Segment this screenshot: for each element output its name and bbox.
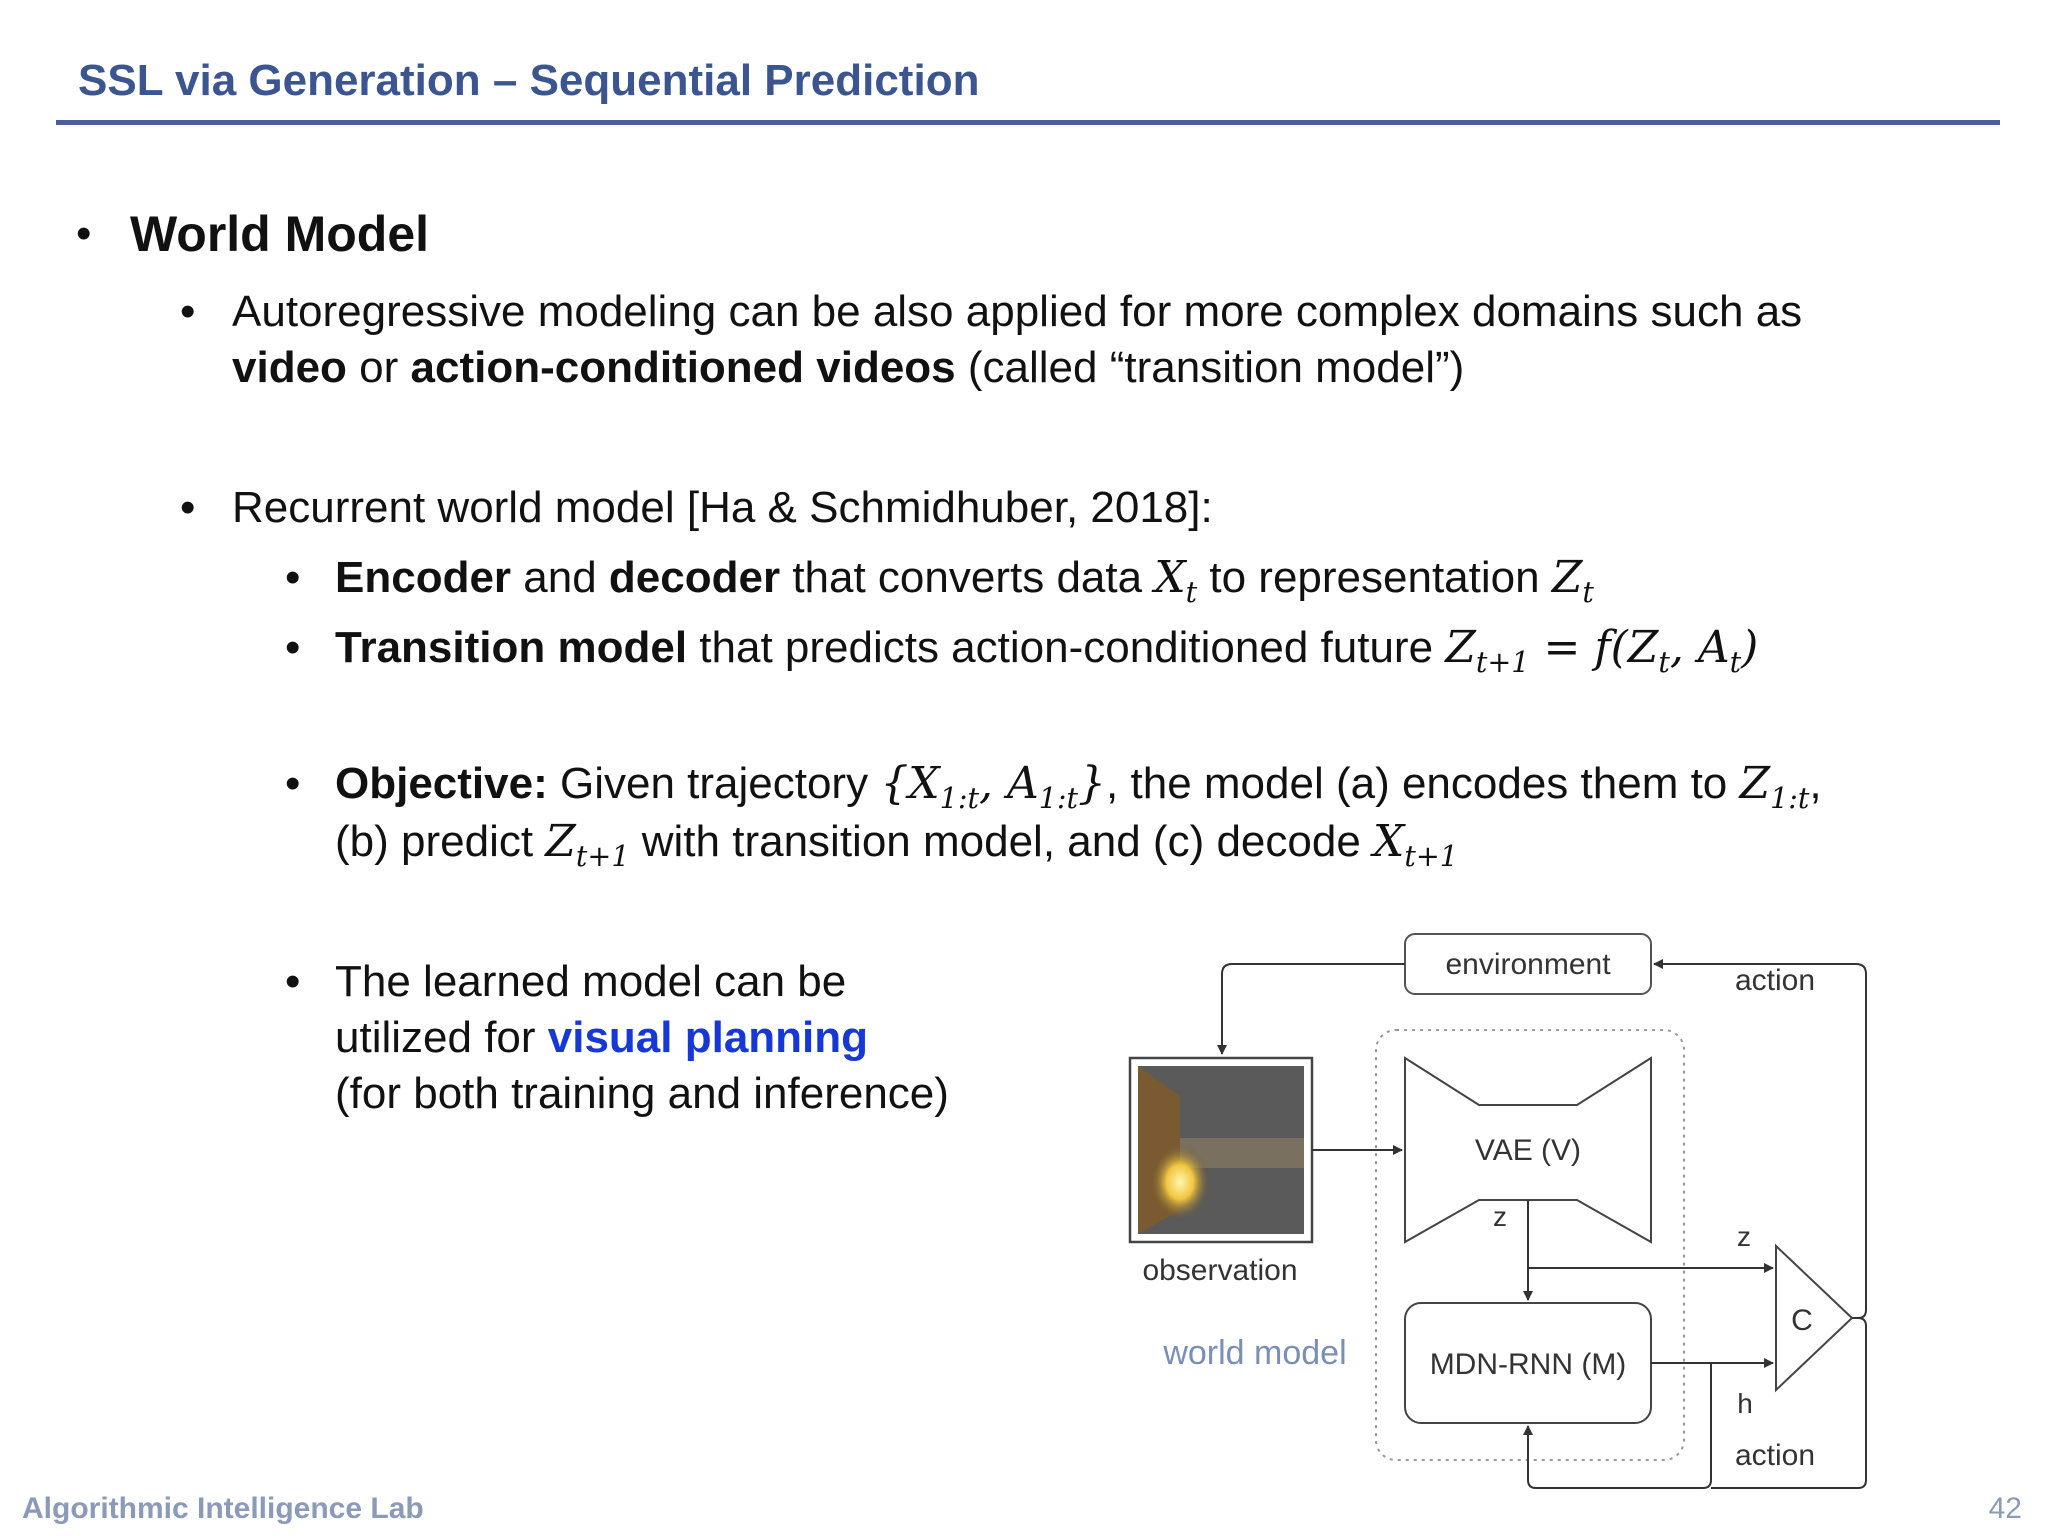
encoder-mid: and — [511, 553, 609, 602]
bullet-dot: • — [285, 957, 301, 1006]
bullet-recurrent: • Recurrent world model [Ha & Schmidhube… — [180, 480, 1213, 536]
page-number: 42 — [1988, 1492, 2022, 1525]
math-var: Z — [1739, 758, 1771, 809]
math-comma: , A — [1669, 622, 1730, 673]
math-var: Z — [545, 816, 576, 867]
math-var: {X — [880, 758, 940, 809]
autoregressive-mid: or — [346, 343, 411, 392]
mdn-rnn-label: MDN-RNN (M) — [1430, 1348, 1627, 1381]
objective-line2b: with transition model, and (c) decode — [629, 817, 1374, 866]
vae-shape — [1404, 1056, 1652, 1244]
controller-shape — [1775, 1243, 1854, 1393]
math-sub: 1:t — [939, 780, 979, 815]
vae-label: VAE (V) — [1475, 1134, 1581, 1167]
math-sub: t+1 — [1475, 644, 1530, 679]
objective-text-2: , the model (a) encodes them to — [1106, 759, 1740, 808]
autoregressive-text: Autoregressive modeling can be also appl… — [232, 287, 1803, 336]
math-mid: , A — [978, 758, 1039, 809]
planning-line1: The learned model can be — [335, 957, 847, 1006]
transition-text: that predicts action-conditioned future — [687, 623, 1446, 672]
controller-h-label: h — [1737, 1388, 1753, 1419]
action-to-environment-arrow — [1653, 959, 1867, 1319]
math-var: Z — [1445, 622, 1476, 673]
encoder-to: to representation — [1197, 553, 1552, 602]
math-close: ) — [1741, 622, 1759, 673]
math-z-range: Z1:t — [1739, 758, 1810, 815]
planning-line3: (for both training and inference) — [335, 1066, 949, 1122]
math-sub: t — [1582, 574, 1594, 609]
math-transition: Zt+1 = f(Zt, At) — [1445, 622, 1759, 679]
math-sub: t+1 — [575, 838, 630, 873]
math-eq: = f(Z — [1529, 622, 1659, 673]
world-model-diagram: environment action action world model ob… — [1128, 933, 1867, 1489]
observation-label: observation — [1142, 1254, 1297, 1287]
controller-z-label: z — [1737, 1221, 1751, 1252]
observation-fireball — [1150, 1144, 1210, 1220]
math-sub: 1:t — [1038, 780, 1079, 815]
planning-line2: utilized for visual planning — [335, 1010, 868, 1066]
math-sub: t+1 — [1404, 838, 1459, 873]
autoregressive-tail: (called “transition model”) — [955, 343, 1465, 392]
bullet-dot: • — [180, 287, 196, 336]
slide-title: SSL via Generation – Sequential Predicti… — [78, 56, 980, 105]
math-trajectory: {X1:t, A1:t} — [880, 758, 1107, 815]
objective-term: Objective: — [335, 759, 548, 808]
math-var: X — [1154, 552, 1186, 603]
bullet-objective-cont: (b) predict Zt+1 with transition model, … — [335, 814, 1458, 884]
planning-line2a: utilized for — [335, 1013, 548, 1062]
bullet-autoregressive: • Autoregressive modeling can be also ap… — [180, 284, 1803, 340]
math-sub: t — [1185, 574, 1198, 609]
bullet-dot: • — [285, 553, 301, 602]
encoder-term: Encoder — [335, 553, 512, 602]
math-var: Z — [1551, 552, 1583, 603]
math-x-next: Xt+1 — [1373, 816, 1458, 873]
action-bottom-label: action — [1735, 1439, 1815, 1472]
recurrent-text: Recurrent world model [Ha & Schmidhuber,… — [232, 483, 1213, 532]
bullet-dot: • — [180, 483, 196, 532]
math-z-next: Zt+1 — [545, 816, 629, 873]
math-x-t: Xt — [1154, 552, 1197, 609]
bullet-objective: • Objective: Given trajectory {X1:t, A1:… — [285, 756, 1822, 826]
vae-z-label: z — [1493, 1201, 1507, 1232]
objective-comma: , — [1809, 759, 1822, 808]
decoder-term: decoder — [608, 553, 781, 602]
bullet-dot: • — [285, 759, 301, 808]
transition-term: Transition model — [335, 623, 688, 672]
bullet-encoder: • Encoder and decoder that converts data… — [285, 550, 1594, 620]
controller-label: C — [1791, 1304, 1813, 1337]
env-to-observation-arrow — [1217, 963, 1405, 1055]
action-videos-term: action-conditioned videos — [410, 343, 956, 392]
math-sub: 1:t — [1770, 780, 1810, 815]
math-var: X — [1373, 816, 1405, 867]
world-model-heading: World Model — [130, 206, 430, 262]
visual-planning-term: visual planning — [547, 1013, 869, 1062]
bullet-dot: • — [285, 623, 301, 672]
bullet-autoregressive-cont: video or action-conditioned videos (call… — [232, 340, 1464, 396]
environment-label: environment — [1445, 948, 1611, 981]
math-close: } — [1078, 758, 1107, 809]
footer-lab: Algorithmic Intelligence Lab — [22, 1492, 424, 1525]
action-feedback-line — [1711, 1317, 1867, 1489]
title-rule — [56, 120, 2000, 125]
math-z-t: Zt — [1551, 552, 1594, 609]
bullet-world-model: • World Model — [76, 206, 430, 262]
bullet-transition: • Transition model that predicts action-… — [285, 620, 1759, 690]
math-sub: t — [1658, 644, 1670, 679]
world-model-label: world model — [1162, 1334, 1346, 1372]
video-term: video — [232, 343, 347, 392]
bullet-planning: • The learned model can be — [285, 954, 847, 1010]
bullet-dot: • — [76, 209, 92, 258]
planning-line3-text: (for both training and inference) — [335, 1069, 949, 1118]
objective-text: Given trajectory — [547, 759, 881, 808]
action-top-label: action — [1735, 964, 1815, 997]
objective-line2a: (b) predict — [335, 817, 546, 866]
h-recurrent-arrow — [1523, 1363, 1712, 1489]
encoder-text: that converts data — [780, 553, 1155, 602]
math-sub: t — [1729, 644, 1742, 679]
